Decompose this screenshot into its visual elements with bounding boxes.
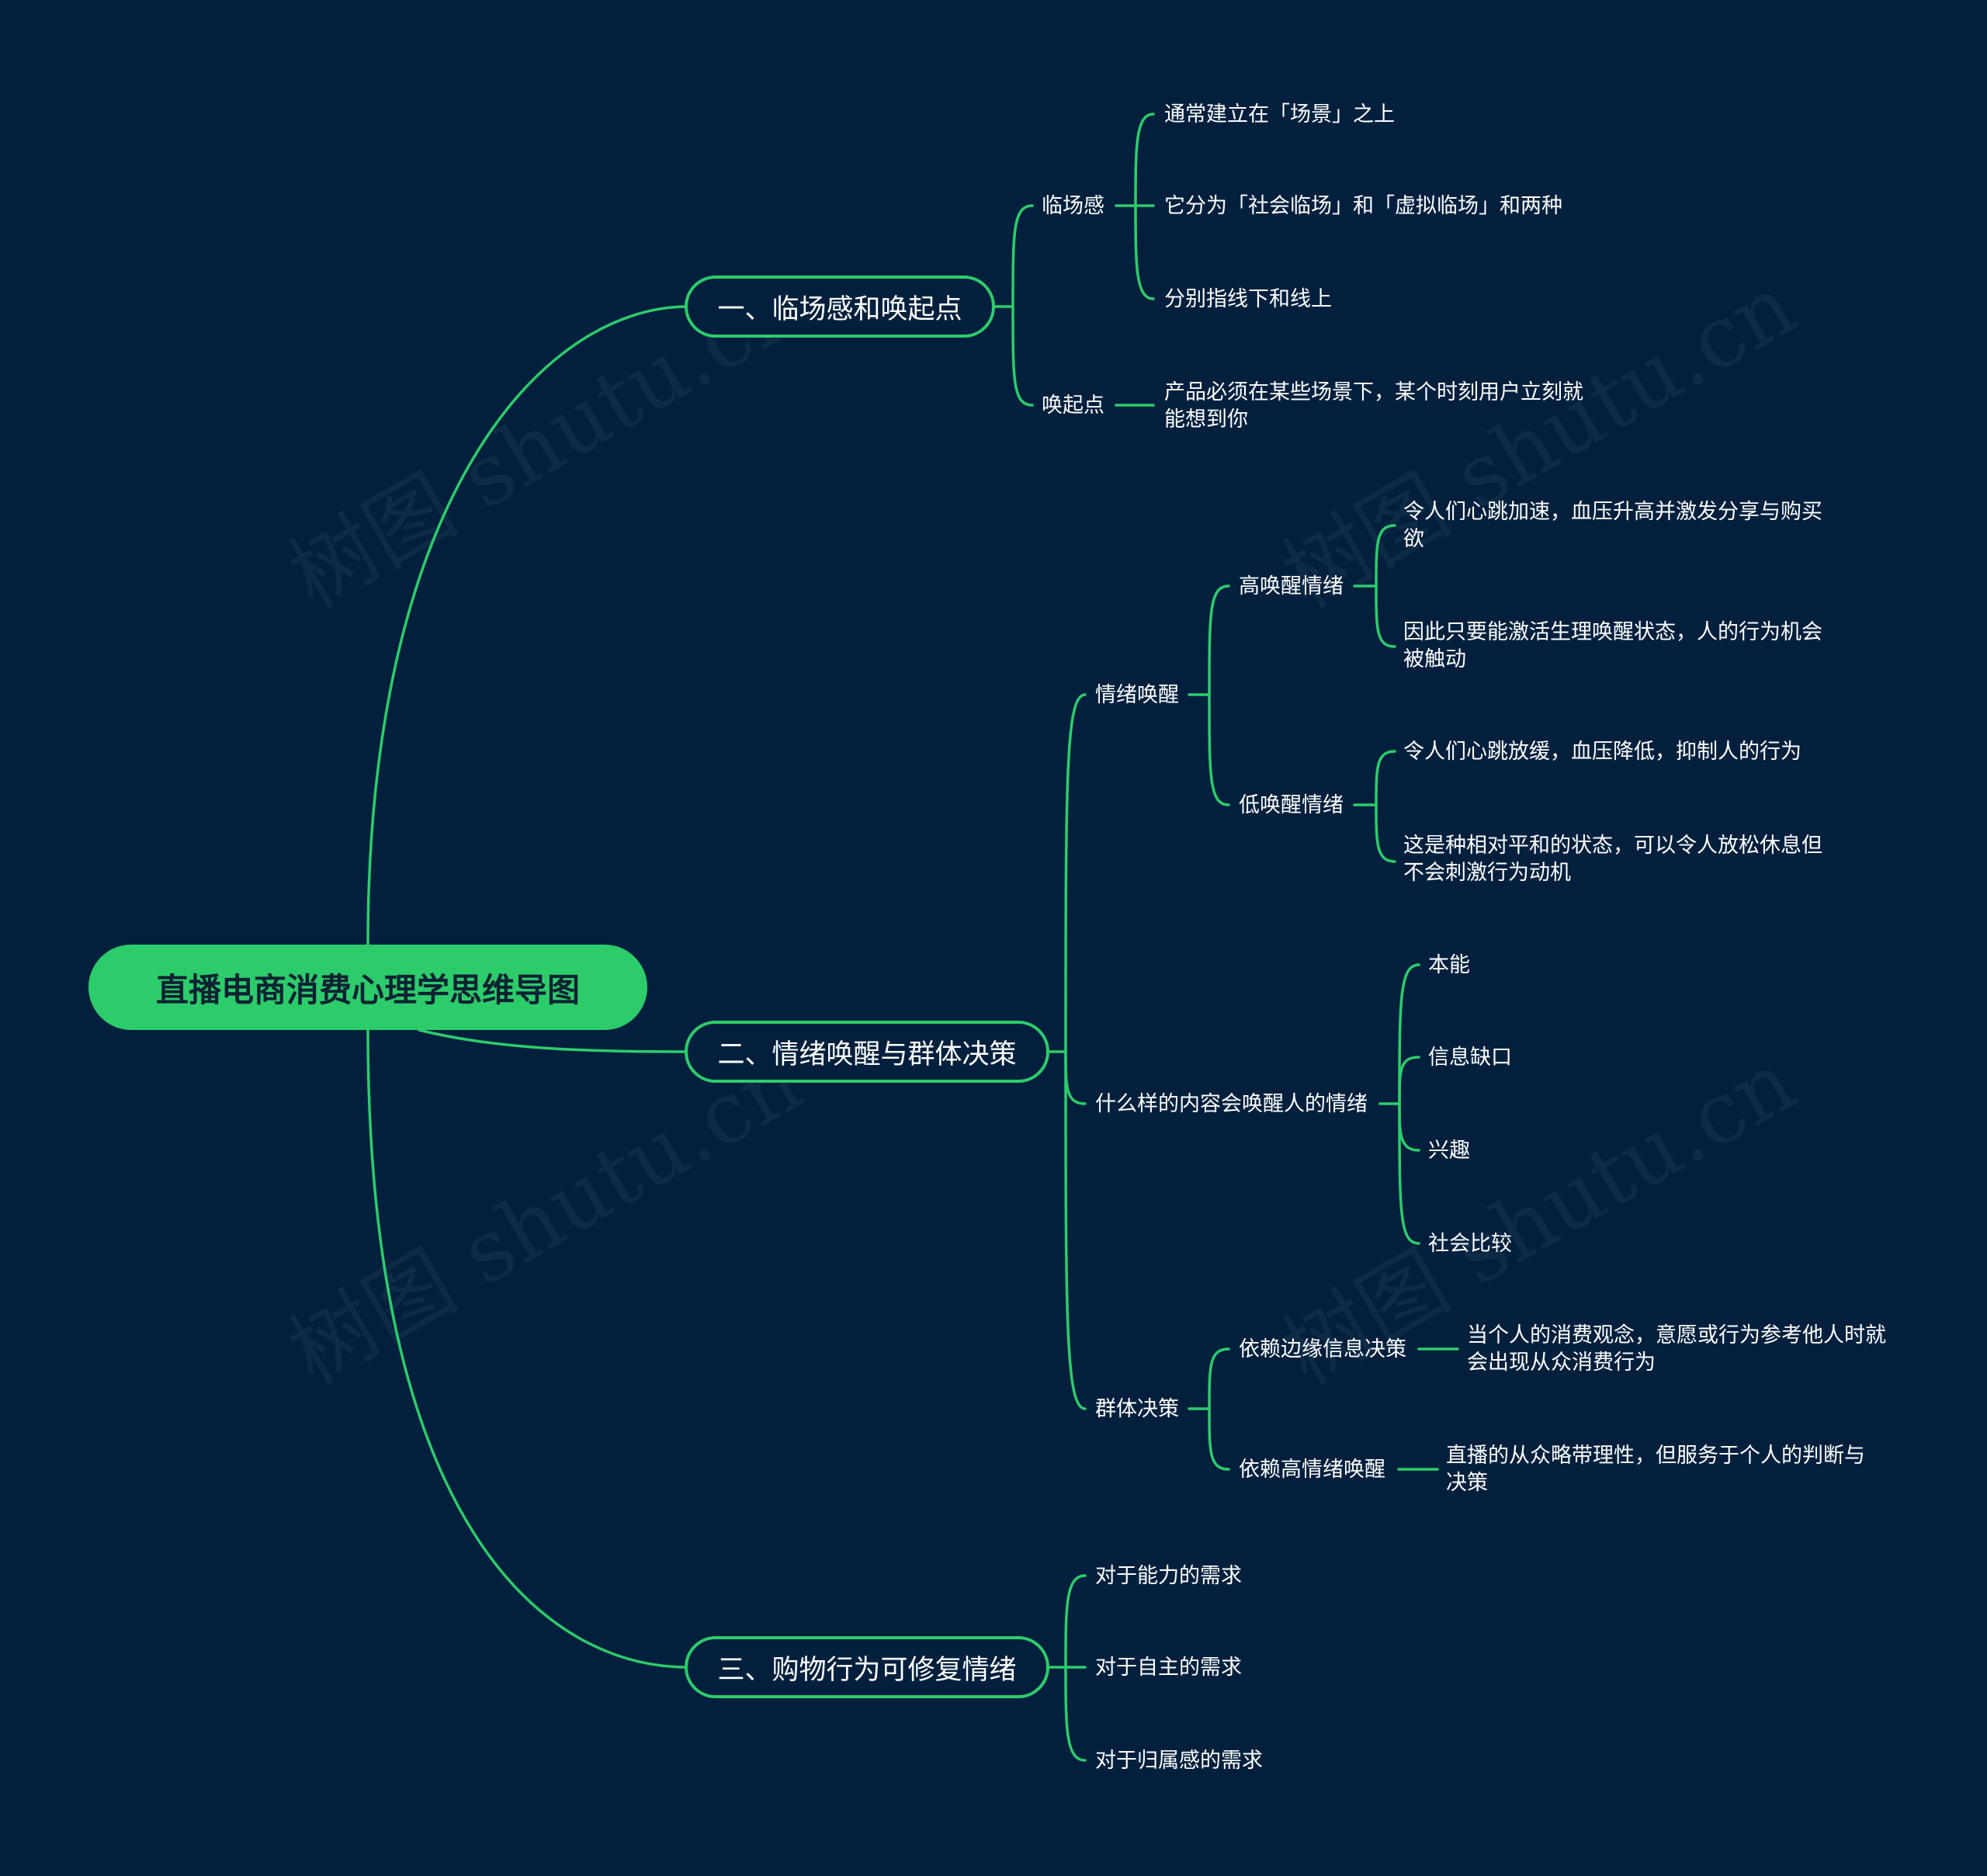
branch-node-2[interactable]: 二、情绪唤醒与群体决策 bbox=[685, 1021, 1049, 1083]
link-qunti-gaoqingxu bbox=[1208, 1407, 1230, 1471]
link-qingxu-gao bbox=[1208, 584, 1230, 696]
link-root-branch-3 bbox=[366, 1028, 689, 1669]
topic-di-leaf-1[interactable]: 令人们心跳放缓，血压降低，抑制人的行为 bbox=[1403, 740, 1801, 764]
link-neirong-4 bbox=[1398, 1102, 1420, 1245]
link-neirong-3 bbox=[1398, 1102, 1420, 1152]
topic-neirong-leaf-4[interactable]: 社会比较 bbox=[1428, 1232, 1512, 1256]
root-node[interactable]: 直播电商消费心理学思维导图 bbox=[88, 945, 647, 1030]
topic-guishu[interactable]: 对于归属感的需求 bbox=[1095, 1749, 1263, 1773]
topic-gao-qingxu[interactable]: 依赖高情绪唤醒 bbox=[1239, 1458, 1385, 1482]
link-neirong-2 bbox=[1398, 1056, 1420, 1105]
link-b1-linchang bbox=[1011, 204, 1034, 308]
link-linchang-1 bbox=[1134, 113, 1155, 207]
branch-node-1[interactable]: 一、临场感和唤起点 bbox=[685, 276, 995, 338]
topic-huanqi-leaf-1[interactable]: 产品必须在某些场景下，某个时刻用户立刻就能想到你 bbox=[1164, 380, 1583, 432]
link-b2-qunti bbox=[1064, 1050, 1087, 1410]
link-b2-neirong bbox=[1064, 1050, 1087, 1105]
topic-neirong-leaf-1[interactable]: 本能 bbox=[1428, 953, 1470, 977]
link-root-branch-2 bbox=[418, 1028, 689, 1053]
topic-neirong-leaf-3[interactable]: 兴趣 bbox=[1428, 1139, 1470, 1163]
topic-qunti-juece[interactable]: 群体决策 bbox=[1095, 1397, 1179, 1421]
topic-di-leaf-2[interactable]: 这是种相对平和的状态，可以令人放松休息但不会刺激行为动机 bbox=[1403, 834, 1822, 885]
link-gao-1 bbox=[1375, 524, 1396, 588]
link-neirong-1 bbox=[1398, 963, 1420, 1105]
link-qingxu-di bbox=[1208, 693, 1230, 806]
topic-linchang-leaf-1[interactable]: 通常建立在「场景」之上 bbox=[1164, 102, 1395, 127]
topic-zizhu[interactable]: 对于自主的需求 bbox=[1095, 1656, 1242, 1680]
topic-nengli[interactable]: 对于能力的需求 bbox=[1095, 1564, 1242, 1588]
topic-bianyuan-leaf[interactable]: 当个人的消费观念，意愿或行为参考他人时就会出现从众消费行为 bbox=[1467, 1323, 1886, 1375]
link-linchang-3 bbox=[1134, 204, 1155, 300]
link-b3-1 bbox=[1064, 1574, 1087, 1669]
topic-gao-leaf-1[interactable]: 令人们心跳加速，血压升高并激发分享与购买欲 bbox=[1403, 500, 1822, 551]
topic-gao-leaf-2[interactable]: 因此只要能激活生理唤醒状态，人的行为机会被触动 bbox=[1403, 620, 1822, 671]
topic-linchang[interactable]: 临场感 bbox=[1042, 194, 1104, 218]
topic-bianyuan[interactable]: 依赖边缘信息决策 bbox=[1239, 1337, 1406, 1361]
link-b2-qingxu bbox=[1064, 693, 1087, 1053]
topic-neirong[interactable]: 什么样的内容会唤醒人的情绪 bbox=[1095, 1092, 1368, 1116]
topic-huanqi[interactable]: 唤起点 bbox=[1042, 394, 1104, 418]
topic-neirong-leaf-2[interactable]: 信息缺口 bbox=[1428, 1045, 1512, 1070]
branch-node-3[interactable]: 三、购物行为可修复情绪 bbox=[685, 1636, 1049, 1698]
link-b3-3 bbox=[1064, 1666, 1087, 1762]
topic-linchang-leaf-2[interactable]: 它分为「社会临场」和「虚拟临场」和两种 bbox=[1164, 194, 1562, 218]
topic-linchang-leaf-3[interactable]: 分别指线下和线上 bbox=[1164, 287, 1332, 311]
link-b1-huanqi bbox=[1011, 305, 1034, 407]
topic-gao-huanxing[interactable]: 高唤醒情绪 bbox=[1239, 574, 1344, 598]
link-root-branch-1 bbox=[366, 305, 689, 946]
topic-di-huanxing[interactable]: 低唤醒情绪 bbox=[1239, 793, 1344, 817]
link-di-1 bbox=[1375, 750, 1396, 806]
link-gao-2 bbox=[1375, 584, 1396, 648]
topic-qingxu-huanxing[interactable]: 情绪唤醒 bbox=[1095, 683, 1179, 707]
link-di-2 bbox=[1375, 803, 1396, 863]
topic-gao-qingxu-leaf[interactable]: 直播的从众略带理性，但服务于个人的判断与决策 bbox=[1446, 1444, 1865, 1495]
link-qunti-bianyuan bbox=[1208, 1347, 1230, 1410]
